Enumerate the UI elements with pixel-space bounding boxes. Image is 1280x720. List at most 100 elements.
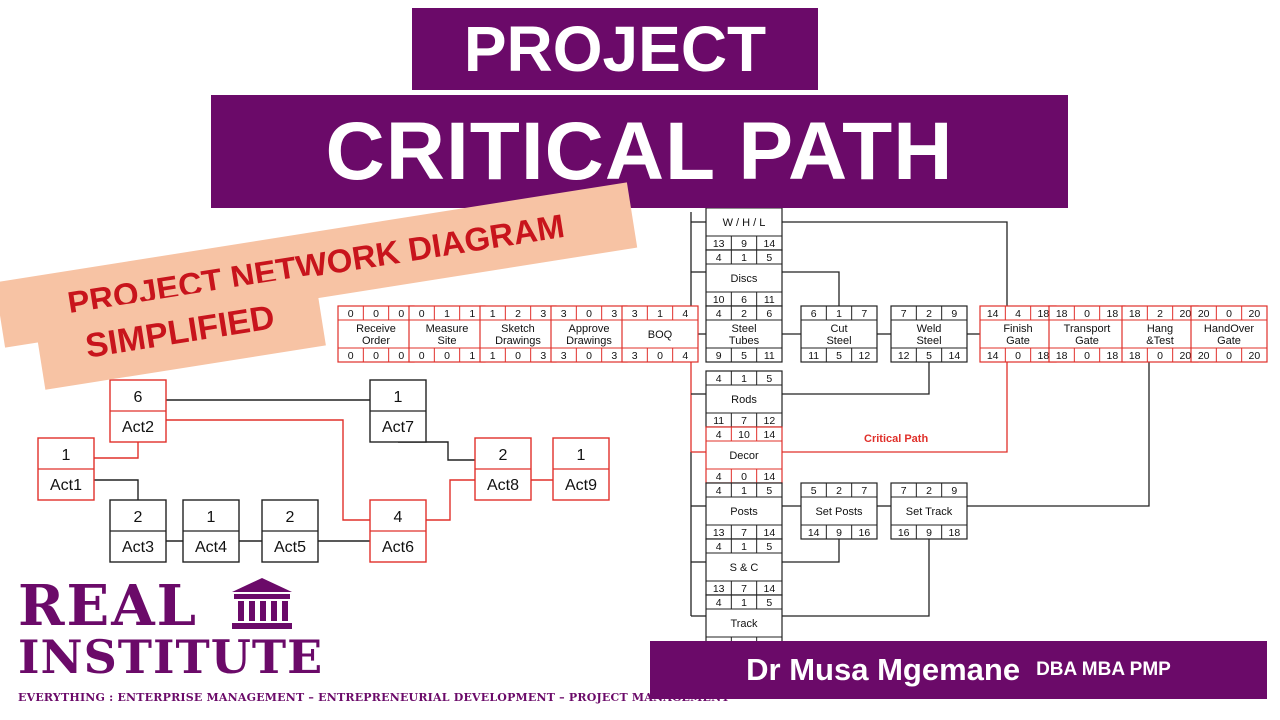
node-duration: 2 [499,447,508,464]
title-project-banner: PROJECT [412,8,818,90]
node-ls: 0 [419,350,425,362]
node-lf: 20 [1179,350,1191,362]
node-float: 5 [926,350,932,362]
node-duration: 1 [741,541,747,553]
node-float: 0 [657,350,663,362]
node-ls: 9 [716,350,722,362]
node-lf: 3 [540,350,546,362]
node-duration: 0 [1084,308,1090,320]
node-box [550,305,628,363]
node-float: 0 [444,350,450,362]
node-name-line: Drawings [495,335,541,347]
node-ef: 0 [398,308,404,320]
node-ef: 5 [766,485,772,497]
edge-Act6-Act8 [426,479,475,521]
title-line1: PROJECT [463,13,767,85]
author-credentials: DBA MBA PMP [1036,659,1171,680]
node-lf: 11 [764,294,775,306]
node-duration: 0 [1226,308,1232,320]
node-ls: 3 [632,350,638,362]
node-duration: 2 [926,485,932,497]
node-duration: 2 [926,308,932,320]
detail-edges [409,212,1198,617]
node-name: Decor [729,450,759,462]
node-es: 4 [716,485,722,497]
node-float: 5 [836,350,842,362]
node-name-line: Finish [1003,323,1032,335]
node-lf: 14 [763,527,775,539]
node-es: 7 [901,308,907,320]
ribbon-line2: SIMPLIFIED [82,297,278,366]
node-ls: 10 [713,294,725,306]
node-duration: 2 [836,485,842,497]
node-name-line: Site [438,335,457,347]
node-name-line: &Test [1146,335,1174,347]
node-duration: 2 [515,308,521,320]
node-es: 20 [1198,308,1210,320]
node-label: Act2 [122,419,154,436]
node-lf: 14 [763,583,775,595]
node-es: 4 [716,597,722,609]
node-float: 0 [515,350,521,362]
node-es: 6 [811,308,817,320]
node-ef: 9 [951,308,957,320]
node-ef: 5 [766,597,772,609]
node-name: BOQ [648,329,673,341]
edge-settrack-hang [967,362,1150,507]
edge-Act1-Act3 [94,479,139,500]
node-float: 0 [741,471,747,483]
node-name: Set Track [906,506,953,518]
node-float: 5 [741,350,747,362]
node-name-line: HandOver [1204,323,1254,335]
node-ef: 1 [469,308,475,320]
node-lf: 20 [1248,350,1260,362]
node-box [1048,305,1126,363]
node-ef: 3 [540,308,546,320]
node-ef: 14 [763,429,775,441]
node-ls: 14 [808,527,820,539]
node-duration: 1 [577,447,586,464]
node-float: 0 [373,350,379,362]
node-ef: 3 [611,308,617,320]
node-box [705,249,783,307]
node-es: 14 [987,308,999,320]
node-name-line: Gate [1217,335,1241,347]
node-duration: 1 [207,509,216,526]
node-duration: 0 [373,308,379,320]
node-ef: 18 [1037,308,1049,320]
node-name-line: Steel [731,323,756,335]
node-lf: 11 [764,350,775,362]
node-lf: 12 [763,415,775,427]
author-name: Dr Musa Mgemane [746,652,1021,687]
edge-Act7-Act8 [398,441,475,461]
node-ls: 20 [1198,350,1210,362]
title-critical-path-banner: CRITICAL PATH [211,95,1068,208]
node-name-line: Weld [917,323,942,335]
node-name-line: Drawings [566,335,612,347]
node-float: 9 [741,238,747,250]
node-name-line: Receive [356,323,396,335]
node-lf: 18 [1106,350,1118,362]
node-box [1121,305,1199,363]
node-ls: 4 [716,471,722,483]
node-ef: 18 [1106,308,1118,320]
node-name-line: Cut [830,323,847,335]
node-es: 0 [419,308,425,320]
node-es: 4 [716,541,722,553]
node-box [337,305,415,363]
node-lf: 1 [469,350,475,362]
node-lf: 3 [611,350,617,362]
edge-rods-weldsteel [782,362,930,395]
node-ls: 0 [348,350,354,362]
node-float: 0 [586,350,592,362]
node-label: Act3 [122,539,154,556]
node-es: 5 [811,485,817,497]
